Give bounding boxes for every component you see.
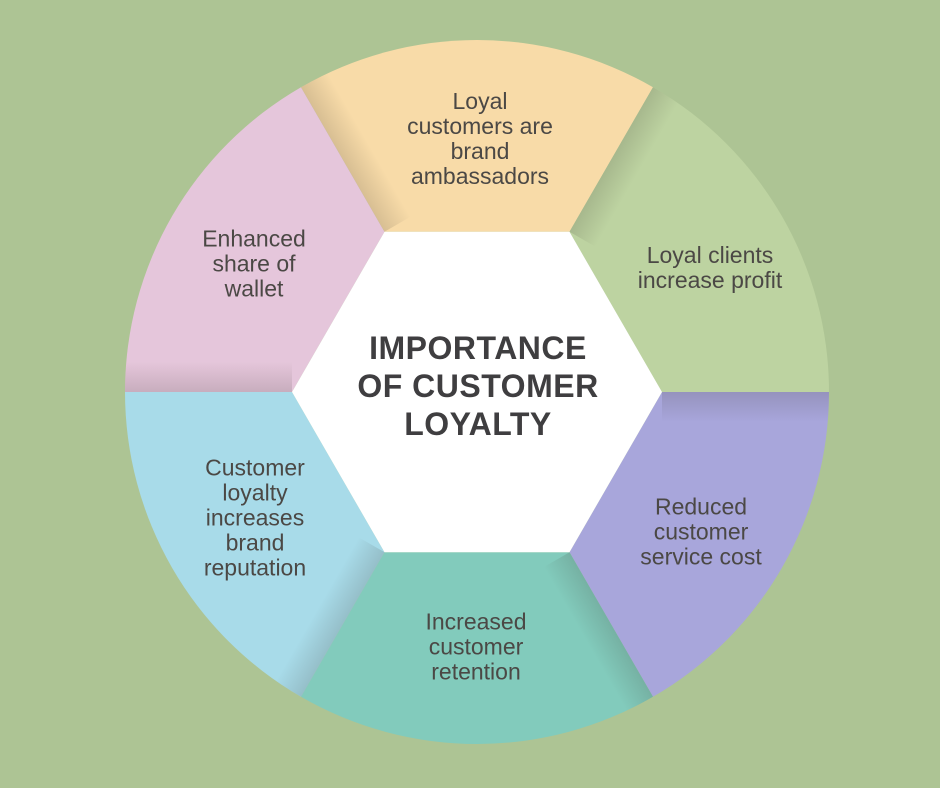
segment-label-bottom-left: Customer loyalty increases brand reputat… bbox=[203, 454, 307, 581]
shadow-on-top-right-segment bbox=[569, 87, 679, 247]
segment-label-line: brand bbox=[450, 138, 510, 164]
segment-label-line: service cost bbox=[640, 543, 762, 570]
segment-shape-top-left bbox=[125, 87, 385, 392]
segment-label-line: Enhanced bbox=[202, 225, 306, 252]
segment-label-line: Loyal clients bbox=[646, 242, 774, 268]
segment-label-top: Loyal customers are brand ambassadors bbox=[407, 89, 553, 189]
segment-label-line: brand bbox=[225, 529, 285, 556]
segment-label-bottom: Increased customer retention bbox=[425, 608, 527, 685]
segment-label-bottom-right: Reduced customer service cost bbox=[640, 493, 762, 570]
segment-label-line: wallet bbox=[224, 275, 284, 302]
segment-label-top-left: Enhanced share of wallet bbox=[202, 225, 306, 302]
segment-label-line: ambassadors bbox=[410, 163, 550, 189]
diagram-title-line: IMPORTANCE bbox=[369, 330, 587, 366]
segment-label-top-right: Loyal clients increase profit bbox=[638, 243, 782, 293]
segment-label-line: loyalty bbox=[222, 479, 288, 506]
shadow-on-bottom-right-segment bbox=[662, 392, 829, 422]
segment-shape-bottom-right bbox=[569, 392, 829, 697]
segment-label-line: customer bbox=[653, 518, 749, 545]
diagram-title-line: OF CUSTOMER bbox=[357, 368, 599, 404]
segment-label-line: Reduced bbox=[654, 493, 748, 520]
segment-label-line: retention bbox=[431, 658, 521, 685]
segment-label-line: Increased bbox=[425, 608, 527, 635]
diagram-title: IMPORTANCE OF CUSTOMER LOYALTY bbox=[357, 329, 598, 443]
shadow-on-top-segment bbox=[301, 72, 411, 232]
segment-label-line: Loyal bbox=[452, 88, 508, 114]
segment-label-line: Customer bbox=[205, 454, 305, 481]
segment-label-line: increases bbox=[205, 504, 305, 531]
diagram-title-line: LOYALTY bbox=[404, 406, 552, 442]
segment-label-line: reputation bbox=[203, 554, 307, 581]
shadow-on-bottom-left-segment bbox=[275, 537, 385, 697]
segment-label-line: increase profit bbox=[637, 267, 783, 293]
shadow-on-top-left-segment bbox=[125, 362, 292, 392]
segment-label-line: customer bbox=[428, 633, 524, 660]
segment-label-line: customers are bbox=[407, 113, 553, 139]
segment-label-line: share of bbox=[212, 250, 296, 277]
center-hexagon bbox=[292, 231, 662, 553]
segment-edge-shadows bbox=[125, 72, 829, 712]
shadow-on-bottom-segment bbox=[543, 552, 653, 712]
